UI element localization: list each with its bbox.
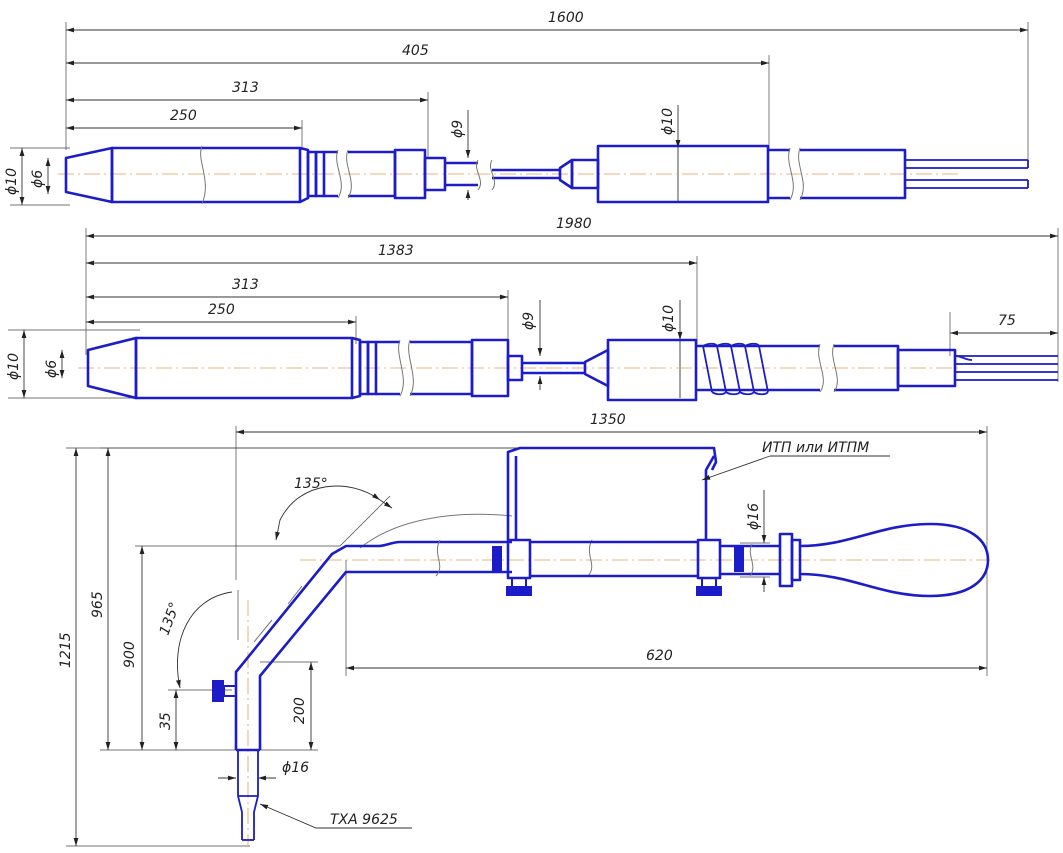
probe-2: 1980 1383 313 250 75 ϕ10 ϕ6 ϕ9 ϕ10 [6, 216, 1059, 402]
probe-2-cable-length-label: 1383 [378, 243, 414, 259]
instrument-callout-label: ИТП или ИТПМ [762, 440, 869, 456]
probe-1-body [64, 144, 907, 204]
probe-3-cable [359, 513, 513, 549]
probe-1-cable-length-label: 405 [402, 43, 429, 59]
probe-1-sheath-length-label: 313 [232, 80, 259, 96]
instrument-leader [701, 455, 771, 481]
probe-3-bottom-diameter-label: ϕ16 [282, 760, 309, 776]
probe-1-outer-diameter-label: ϕ10 [4, 168, 20, 195]
probe-1-leads [905, 159, 1029, 189]
probe-3-tube-diameter-label: ϕ16 [746, 503, 762, 530]
thermocouple-callout-label: ТХА 9625 [330, 812, 398, 828]
probe-2-sheath-length-label: 313 [232, 277, 259, 293]
probe-1: 1600 405 313 250 ϕ10 ϕ6 ϕ9 ϕ10 [4, 10, 1029, 206]
probe-3-total-height-label: 1215 [58, 632, 74, 668]
probe-3-dimension-lines [73, 429, 987, 846]
probe-3-total-width-label: 1350 [590, 412, 626, 428]
probe-2-spring [702, 342, 769, 396]
probe-3-offset-label: 35 [158, 712, 174, 730]
probe-3-handle [720, 522, 990, 598]
probe-1-tip-diameter-label: ϕ6 [30, 170, 46, 188]
probe-3-bend-breaks [253, 585, 303, 643]
probe-3-height-900-label: 900 [122, 641, 138, 668]
probe-2-lead-length-label: 75 [998, 313, 1016, 329]
probe-3-lower-angle-label: 135° [157, 600, 184, 637]
probe-1-dimension-lines [19, 27, 1028, 205]
probe-1-neck-diameter-label: ϕ9 [450, 120, 466, 138]
probe-1-tip-length-label: 250 [170, 108, 197, 124]
probe-2-tip-diameter-label: ϕ6 [44, 360, 60, 378]
probe-2-leads [954, 355, 1058, 381]
probe-3-upper-angle-label: 135° [294, 476, 328, 492]
probe-2-outer-diameter-label: ϕ10 [6, 353, 22, 380]
thermocouple-leader [259, 803, 412, 829]
probe-2-total-length-label: 1980 [556, 216, 592, 232]
probe-3-bracket [506, 446, 722, 580]
probe-3-leg-length-label: 200 [292, 697, 308, 724]
probe-3-tube [234, 540, 512, 752]
probe-3-centerlines [247, 559, 990, 846]
probe-3-height-965-label: 965 [90, 591, 106, 618]
probe-3-tube-breaks [435, 539, 593, 577]
probe-1-head-diameter-label: ϕ10 [660, 108, 676, 135]
probe-3-thermocouple [237, 750, 259, 841]
probe-2-head-diameter-label: ϕ10 [661, 305, 677, 332]
probe-3-extension-lines [66, 426, 988, 847]
probe-3-handle-length-label: 620 [646, 648, 673, 664]
probe-3: 1350 620 1215 965 900 35 200 135° 135° ϕ… [58, 412, 990, 847]
probe-2-dimension-lines [21, 233, 1058, 398]
probe-2-neck-diameter-label: ϕ9 [521, 312, 537, 330]
probe-3-screws [212, 546, 744, 702]
probe-2-tip-length-label: 250 [208, 302, 235, 318]
probe-2-body [86, 336, 957, 402]
probe-1-break-lines [200, 145, 804, 205]
probe-2-break-lines [398, 339, 838, 397]
probe-1-total-length-label: 1600 [548, 10, 584, 26]
